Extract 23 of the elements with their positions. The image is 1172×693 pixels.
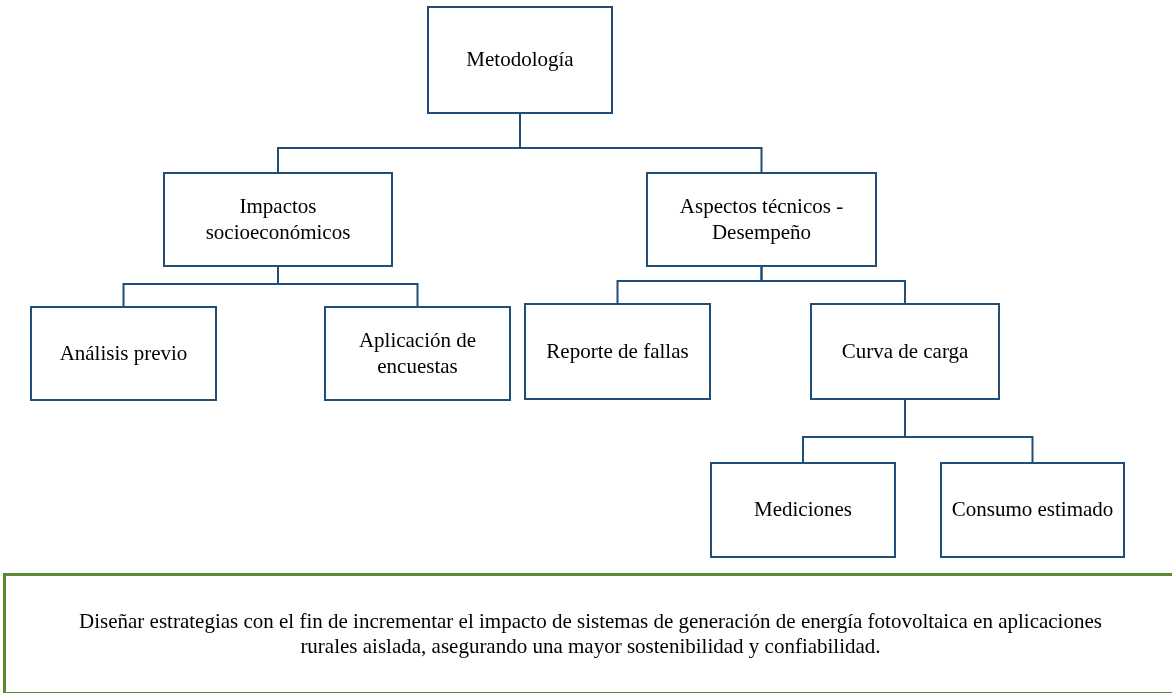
connector-line	[519, 113, 763, 173]
process-box	[30, 306, 217, 401]
connector-line	[904, 399, 1034, 463]
process-box	[524, 303, 711, 400]
process-box	[427, 6, 613, 114]
node-text: Diseñar estrategias con el fin de incrementar el impacto de sistemas de generación de energía fotovoltaica en aplicaciones rurales aislada, asegurando una mayor sostenibilidad y confiabilidad.	[78, 608, 1103, 660]
process-box	[810, 303, 1000, 400]
process-box	[163, 172, 393, 267]
node-text: Aspectos técnicos - Desempeño	[678, 194, 845, 245]
node-text: Mediciones	[754, 497, 852, 523]
node-text: Curva de carga	[841, 338, 969, 365]
node-text: Análisis previo	[59, 340, 188, 367]
objective-box	[3, 573, 1172, 693]
node-text: Impactos socioeconómicos	[204, 194, 352, 245]
process-box	[324, 306, 511, 401]
connector-line	[760, 266, 906, 304]
process-box	[940, 462, 1125, 558]
node-text: Consumo estimado	[951, 497, 1114, 523]
process-box	[710, 462, 896, 558]
process-box	[646, 172, 877, 267]
node-text: Metodología	[466, 47, 574, 73]
node-text: Aplicación de encuestas	[357, 328, 478, 379]
node-text: Reporte de fallas	[546, 338, 689, 365]
